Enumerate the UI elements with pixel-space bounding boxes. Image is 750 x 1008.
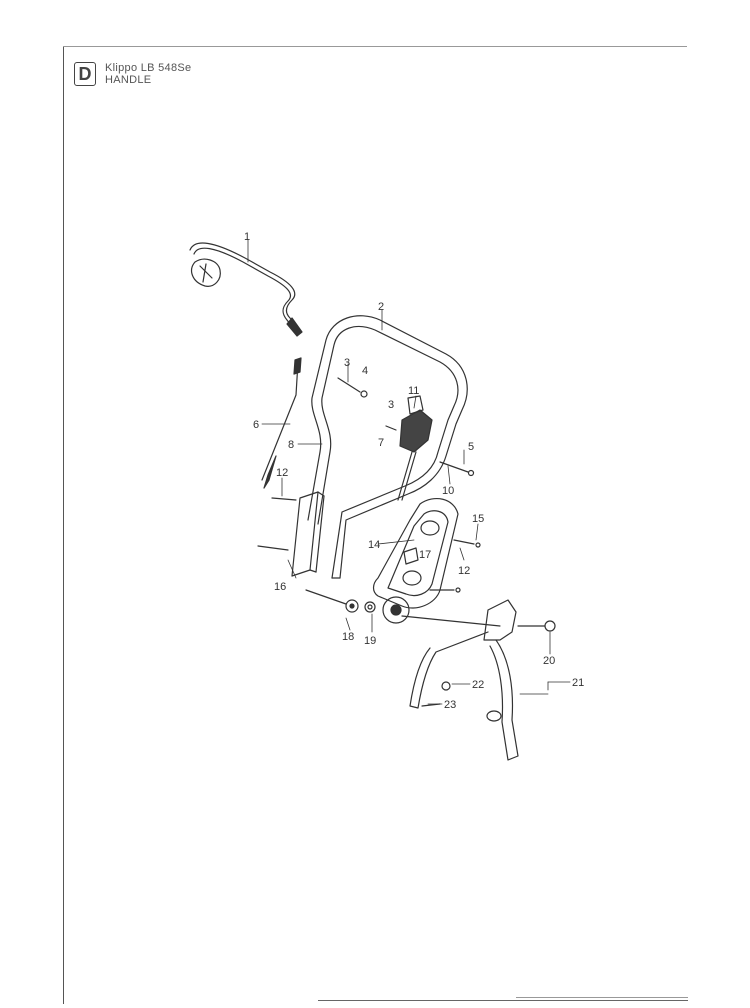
leader-lines xyxy=(247,239,571,705)
part-19-washer xyxy=(364,601,376,613)
callout-3a: 3 xyxy=(344,357,350,369)
page-border-top xyxy=(63,46,687,47)
callout-20: 20 xyxy=(543,655,555,667)
part-18-knob xyxy=(305,589,359,613)
page-header: Klippo LB 548Se HANDLE xyxy=(105,62,191,86)
callout-1: 1 xyxy=(244,231,250,243)
part-21-lower-handle xyxy=(401,599,519,761)
small-fasteners xyxy=(257,377,481,593)
callout-12a: 12 xyxy=(276,467,288,479)
callout-23: 23 xyxy=(444,699,456,711)
callout-14: 14 xyxy=(368,539,380,551)
callout-16: 16 xyxy=(274,581,286,593)
part-1-control-bail xyxy=(189,242,303,337)
callout-3b: 3 xyxy=(388,399,394,411)
page-border-bottom-short xyxy=(516,997,688,998)
callout-19: 19 xyxy=(364,635,376,647)
callout-4: 4 xyxy=(362,365,368,377)
part-14-lower-bracket xyxy=(372,497,459,624)
callout-8: 8 xyxy=(288,439,294,451)
callout-15: 15 xyxy=(472,513,484,525)
part-6-cable xyxy=(261,357,302,489)
section-badge: D xyxy=(74,62,96,86)
part-22-nut xyxy=(441,681,451,691)
part-16-handle-clamp xyxy=(291,491,325,577)
callout-2: 2 xyxy=(378,301,384,313)
callout-22: 22 xyxy=(472,679,484,691)
callout-18: 18 xyxy=(342,631,354,643)
callout-labels: 1 2 3 4 3 11 7 5 6 8 10 12 15 14 17 12 1… xyxy=(244,231,584,711)
page-border-bottom xyxy=(318,1000,688,1001)
callout-17: 17 xyxy=(419,549,431,561)
callout-11: 11 xyxy=(408,385,419,397)
page-border-left xyxy=(63,46,64,1004)
callout-5: 5 xyxy=(468,441,474,453)
callout-21: 21 xyxy=(572,677,584,689)
callout-10: 10 xyxy=(442,485,454,497)
section-title: HANDLE xyxy=(105,74,152,86)
callout-7: 7 xyxy=(378,437,384,449)
callout-12b: 12 xyxy=(458,565,470,577)
part-20-bolt xyxy=(517,620,556,632)
part-2-upper-handle xyxy=(307,315,468,579)
model-name: Klippo LB 548Se xyxy=(105,62,192,74)
callout-6: 6 xyxy=(253,419,259,431)
part-17-spacer xyxy=(403,547,419,565)
